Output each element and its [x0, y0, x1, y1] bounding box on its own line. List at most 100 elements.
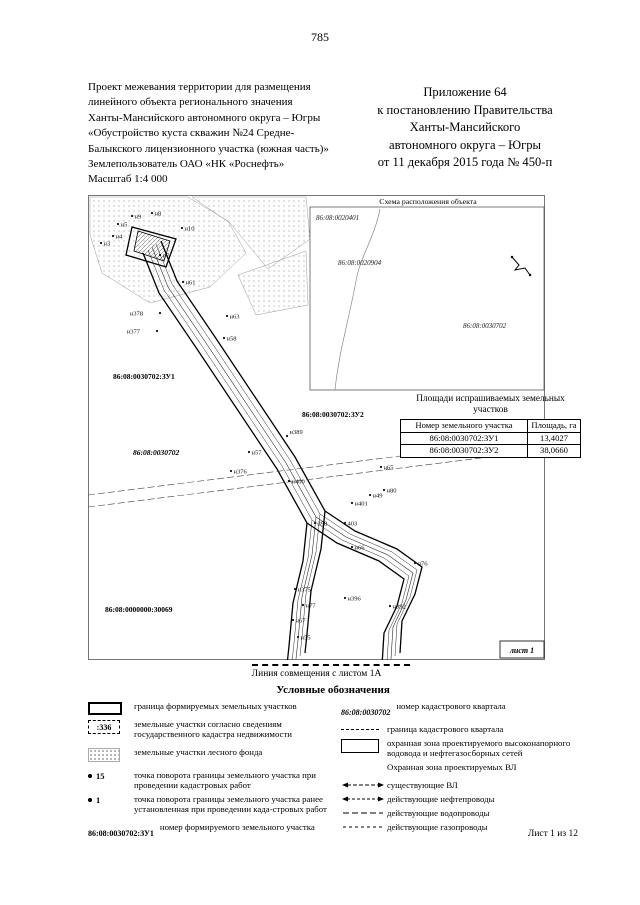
svg-text:н65: н65 — [384, 465, 394, 472]
map-point-n3: н3 — [99, 241, 111, 248]
legend-item-protection-zone-vl: Охранная зона проектируемых ВЛ — [387, 762, 517, 772]
svg-text:н58: н58 — [227, 336, 237, 343]
svg-text:н9: н9 — [135, 214, 142, 221]
legend-item-gas-pipelines: действующие газопроводы — [341, 822, 578, 832]
svg-text:н67: н67 — [296, 618, 307, 625]
turning-point-icon — [88, 774, 92, 778]
map-point-n65: н65 — [379, 465, 394, 472]
svg-text:н77: н77 — [306, 603, 317, 610]
svg-text:н10: н10 — [185, 226, 195, 233]
svg-text:н8: н8 — [155, 211, 162, 218]
svg-text:398: 398 — [318, 521, 328, 528]
svg-text:403: 403 — [348, 521, 358, 528]
svg-text:н401: н401 — [355, 501, 368, 508]
legend-item-water-pipelines: действующие водопроводы — [341, 808, 578, 818]
parcel-number-zu2: 86:08:0030702:ЗУ2 — [302, 410, 364, 419]
legend-title: Условные обозначения — [276, 684, 390, 696]
join-line-label: Линия совмещения с листом 1А — [251, 669, 382, 679]
table-row: 86:08:0030702:ЗУ2 38,0660 — [400, 444, 581, 458]
sheet-label: лист 1 — [509, 646, 534, 655]
inset-quarter-mid: 86:08:0020904 — [338, 259, 382, 267]
areas-table: Номер земельного участка Площадь, га 86:… — [400, 419, 581, 458]
map-point-n5: н5 — [116, 222, 128, 229]
svg-text:н378: н378 — [130, 311, 143, 318]
quarter-number: 86:08:0030702 — [133, 448, 179, 457]
appendix-line: Приложение 64 — [423, 85, 507, 99]
legend-item-oil-pipelines: действующие нефтепроводы — [341, 794, 578, 804]
map-point-n400: н400 — [287, 479, 305, 486]
project-title-line: Проект межевания территории для размещен… — [88, 81, 311, 93]
map-point-n77: н77 — [301, 603, 317, 610]
legend-item-forest-fund: земельные участки лесного фонда — [88, 747, 341, 762]
svg-text:н63: н63 — [230, 314, 240, 321]
areas-table-block: Площади испрашиваемых земельных участков… — [400, 394, 581, 458]
quarter-boundary-line-icon — [341, 729, 379, 730]
dashed-arrow-line-icon — [342, 782, 384, 788]
map-point-n401: н401 — [350, 501, 368, 508]
map-point-n8: н8 — [150, 211, 162, 218]
dashed-line-icon — [343, 812, 383, 814]
formed-parcel-boundary-icon — [88, 702, 122, 715]
legend-item-formed-boundary: граница формируемых земельных участков — [88, 701, 341, 715]
appendix-line: Ханты-Мансийского — [409, 120, 521, 135]
linear-object-number: 86:08:0000000:30069 — [105, 605, 173, 614]
svg-text:н80: н80 — [387, 488, 397, 495]
map-point-n377: н377 — [127, 329, 159, 336]
map-point-n80: н80 — [382, 488, 397, 495]
svg-text:н7: н7 — [163, 253, 170, 260]
cadastre-parcel-icon: :336 — [88, 720, 120, 734]
svg-text:н400: н400 — [292, 479, 305, 486]
legend-left-column: граница формируемых земельных участков :… — [88, 701, 341, 845]
map-point-n9: н9 — [130, 214, 142, 221]
svg-text:н61: н61 — [186, 280, 196, 287]
svg-text:н375: н375 — [298, 587, 311, 594]
svg-text:н55: н55 — [301, 635, 311, 642]
legend-right-column: 86:08:0030702 номер кадастрового квартал… — [341, 701, 578, 845]
map-point-n375: н375 — [293, 587, 311, 594]
location-scheme-inset: Схема расположения объекта 86:08:0020401… — [309, 197, 545, 391]
legend-item-protection-zone-water: охранная зона проектируемого высоконапор… — [341, 738, 578, 758]
legend-item-quarter-boundary: граница кадастрового квартала — [341, 724, 578, 734]
appendix-line: автономного округа – Югры — [388, 137, 542, 152]
svg-text:н49: н49 — [373, 493, 383, 500]
river-line — [334, 208, 381, 391]
dashed-arrow-line-icon — [342, 796, 384, 802]
map-point-n66: н66 — [350, 545, 365, 552]
map-point-n378: н378 — [130, 311, 162, 318]
project-title-block: Проект межевания территории для размещен… — [88, 80, 350, 188]
legend-item-cadastre-parcels: :336 земельные участки согласно сведения… — [88, 719, 341, 739]
page-number: 785 — [311, 30, 329, 44]
turning-point-icon — [88, 798, 92, 802]
map-point-n76: н76 — [413, 561, 428, 568]
areas-table-title: Площади испрашиваемых земельных участков — [416, 394, 565, 415]
inset-frame — [309, 206, 545, 391]
svg-text:н5: н5 — [121, 222, 128, 229]
table-row: 86:08:0030702:ЗУ1 13,4027 — [400, 431, 581, 445]
map-point-n67: н67 — [291, 618, 307, 625]
map-point-n10: н10 — [180, 226, 195, 233]
svg-text:н389: н389 — [290, 429, 303, 436]
legend-item-new-turning-point: 15 точка поворота границы земельного уча… — [88, 770, 341, 790]
map-point-n61: н61 — [181, 280, 196, 287]
project-title-line: «Обустройство куста скважин №24 Средне- — [88, 127, 295, 140]
areas-col-number: Номер земельного участка — [400, 419, 528, 433]
appendix-block: Приложение 64 к постановлению Правительс… — [356, 84, 574, 172]
map-point-n49: н49 — [368, 493, 383, 500]
legend-item-formed-parcel-number: 86:08:0030702:ЗУ1 номер формируемого зем… — [88, 822, 315, 838]
cadastral-map-svg: н9 н5 н8 н10 н4 н3 н7 н61 н63 н58 н378 н… — [87, 195, 546, 666]
map-point-n396: н396 — [343, 596, 361, 603]
svg-text:н377: н377 — [127, 329, 141, 336]
formed-parcel-number-sample: 86:08:0030702:ЗУ1 — [88, 829, 154, 838]
map-point-403: 403 — [343, 521, 358, 528]
legend: Условные обозначения граница формируемых… — [88, 684, 578, 845]
map-cadastral-numbers: 86:08:0030702:ЗУ1 86:08:0030702:ЗУ2 86:0… — [105, 372, 364, 614]
svg-text:н3: н3 — [104, 241, 111, 248]
inset-quarter-bottom: 86:08:0030702 — [463, 322, 507, 330]
map-point-n58: н58 — [222, 336, 237, 343]
project-title-line: Балыкского лицензионного участка (южная … — [88, 142, 329, 155]
cadastral-map: н9 н5 н8 н10 н4 н3 н7 н61 н63 н58 н378 н… — [87, 195, 546, 666]
appendix-line: к постановлению Правительства — [377, 102, 553, 117]
parcel-number-zu1: 86:08:0030702:ЗУ1 — [113, 372, 175, 381]
protection-zone-icon — [341, 739, 379, 753]
join-line-dashes — [252, 664, 410, 666]
